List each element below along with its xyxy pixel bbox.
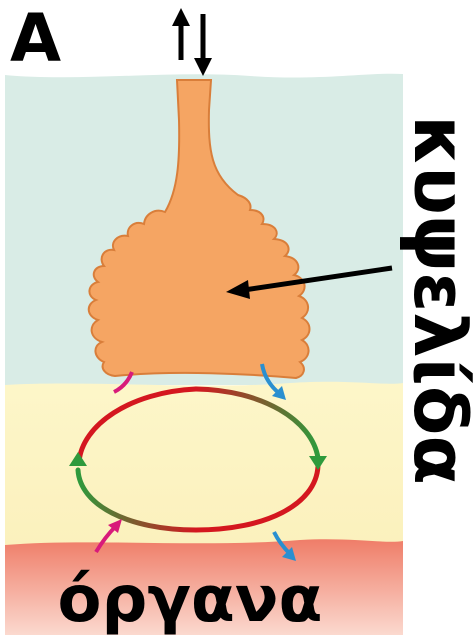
middle-zone [5,382,403,545]
panel-label: A [10,6,61,72]
up-down-arrows-icon [172,8,212,76]
organ-label: κυψελίδα [404,115,475,485]
organs-label: όργανα [58,568,323,632]
